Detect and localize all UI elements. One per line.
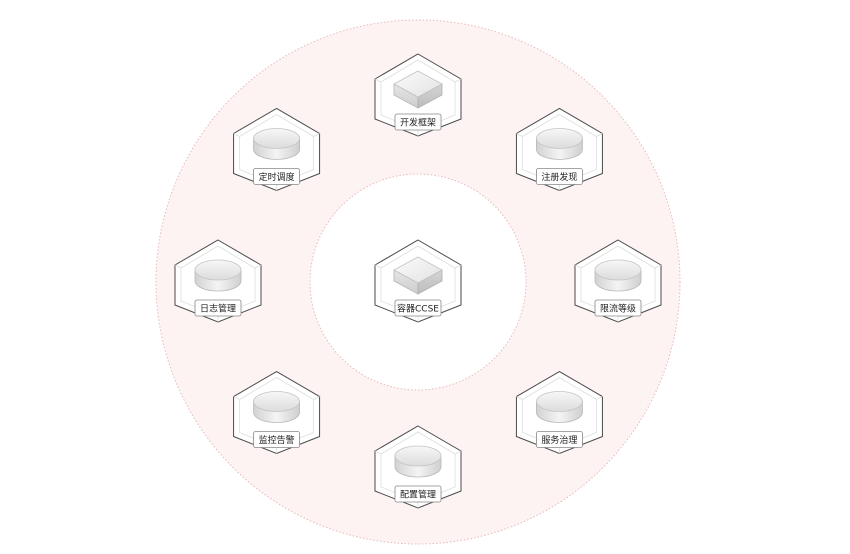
hex-edge: [596, 396, 603, 400]
node-label-text: 服务治理: [541, 434, 577, 446]
hex-edge: [596, 133, 603, 137]
cylinder-icon: [253, 128, 300, 160]
hex-edge: [313, 133, 320, 137]
hex-edge: [654, 264, 662, 269]
hex-edge: [374, 450, 382, 455]
node-label-text: 限流等级: [600, 303, 636, 315]
hex-edge: [454, 78, 462, 83]
label-box: [394, 299, 442, 317]
ring-node: 日志管理: [174, 239, 262, 323]
node-label: 限流等级: [594, 299, 642, 317]
hex-edge: [374, 78, 382, 83]
label-box: [253, 168, 300, 185]
node-label: 配置管理: [394, 485, 442, 503]
label-box: [394, 113, 442, 131]
cylinder-icon: [536, 128, 583, 160]
node-label: 容器CCSE: [394, 299, 442, 317]
box-icon: [393, 256, 443, 295]
cylinder-icon: [253, 391, 300, 423]
node-label: 日志管理: [194, 299, 242, 317]
hex-edge: [313, 396, 320, 400]
label-box: [253, 431, 300, 448]
node-label-text: 定时调度: [259, 171, 295, 183]
ring-node: 限流等级: [574, 239, 662, 323]
node-label: 服务治理: [536, 431, 583, 448]
ring-node: 定时调度: [233, 107, 321, 192]
node-label: 监控告警: [253, 431, 300, 448]
node-label: 注册发现: [536, 168, 583, 185]
box-icon: [393, 70, 443, 109]
hex-edge: [454, 450, 462, 455]
label-box: [536, 168, 583, 185]
cylinder-icon: [536, 391, 583, 423]
node-label-text: 监控告警: [259, 434, 295, 446]
hex-edge: [374, 264, 382, 269]
node-label-text: 日志管理: [200, 303, 236, 315]
hex-edge: [174, 264, 182, 269]
ring-node: 开发框架: [374, 53, 462, 137]
ring-node: 服务治理: [515, 370, 603, 455]
node-label: 开发框架: [394, 113, 442, 131]
label-box: [194, 299, 242, 317]
hex-edge: [233, 396, 240, 400]
node-label-text: 注册发现: [541, 171, 577, 183]
hex-edge: [454, 264, 462, 269]
hex-edge: [254, 264, 262, 269]
cylinder-icon: [594, 259, 642, 292]
node-label: 定时调度: [253, 168, 300, 185]
node-label-text: 容器CCSE: [397, 303, 439, 315]
label-box: [536, 431, 583, 448]
ring-node: 注册发现: [515, 107, 603, 192]
node-label-text: 开发框架: [400, 117, 436, 129]
node-label-text: 配置管理: [400, 489, 436, 501]
center-node: 容器CCSE: [374, 239, 462, 323]
hex-edge: [574, 264, 582, 269]
ring-node: 配置管理: [374, 425, 462, 509]
hex-edge: [516, 133, 523, 137]
hex-edge: [516, 396, 523, 400]
label-box: [394, 485, 442, 503]
hex-edge: [233, 133, 240, 137]
cylinder-icon: [194, 259, 242, 292]
label-box: [594, 299, 642, 317]
ring-node: 监控告警: [233, 370, 321, 455]
cylinder-icon: [394, 445, 442, 478]
